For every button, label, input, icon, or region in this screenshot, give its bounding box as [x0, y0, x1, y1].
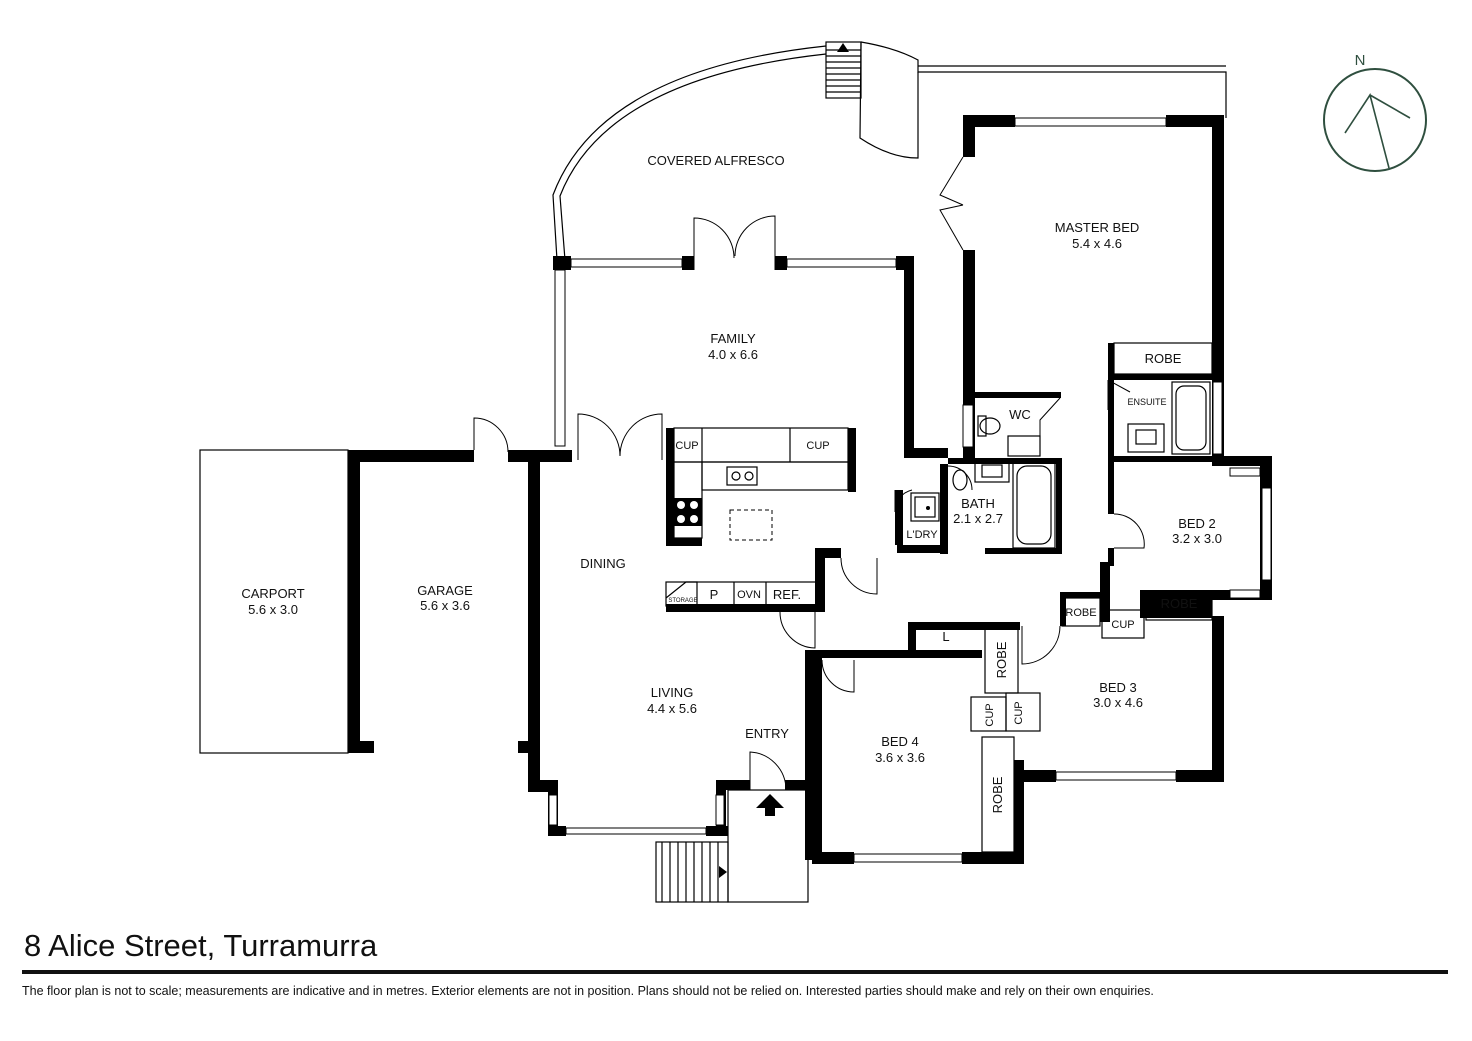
kitchen-fixtures: [665, 427, 940, 607]
bed3-size: 3.0 x 4.6: [1093, 695, 1143, 710]
bathroom-fixtures: [952, 381, 1211, 549]
family-size: 4.0 x 6.6: [708, 347, 758, 362]
bed3-cupboard-label: CUP: [1111, 619, 1134, 631]
hall-cupboard-right-label: CUP: [1013, 701, 1025, 724]
windows: [548, 117, 1272, 863]
bed4-size: 3.6 x 3.6: [875, 750, 925, 765]
storage-fixtures: [970, 342, 1213, 853]
up-arrow-icon: [837, 43, 849, 52]
wc-label: WC: [1009, 407, 1031, 422]
bath-label: BATH: [961, 496, 995, 511]
master-bed-size: 5.4 x 4.6: [1072, 236, 1122, 251]
compass-ring: [1323, 68, 1427, 172]
compass: N: [1323, 52, 1427, 172]
room-labels: COVERED ALFRESCO FAMILY 4.0 x 6.6 MASTER…: [241, 153, 1222, 765]
bed4-label: BED 4: [881, 734, 919, 749]
small-robe-label: ROBE: [1065, 607, 1096, 619]
fridge-label: REF.: [773, 587, 801, 602]
entry-arrow-icon: [756, 794, 784, 816]
living-label: LIVING: [651, 685, 694, 700]
bed2-label: BED 2: [1178, 516, 1216, 531]
bed3-robe-label: ROBE: [994, 641, 1009, 678]
carport-label: CARPORT: [241, 586, 304, 601]
fixture-labels: CUP CUP STORAGE P OVN REF. L ROBE ROBE R…: [668, 351, 1197, 813]
master-bed-label: MASTER BED: [1055, 220, 1140, 235]
disclaimer-text: The floor plan is not to scale; measurem…: [22, 984, 1154, 998]
compass-north-label: N: [1355, 52, 1366, 69]
walls: [348, 115, 1272, 864]
bed2-robe-label: ROBE: [1161, 596, 1198, 611]
bed2-size: 3.2 x 3.0: [1172, 531, 1222, 546]
bed3-label: BED 3: [1099, 680, 1137, 695]
entry-steps: [655, 789, 809, 903]
living-size: 4.4 x 5.6: [647, 701, 697, 716]
alfresco-label: COVERED ALFRESCO: [647, 153, 784, 168]
alfresco-outline: [552, 41, 1227, 261]
family-label: FAMILY: [710, 331, 756, 346]
alfresco-stairs: [825, 41, 862, 99]
pantry-label: P: [710, 587, 719, 602]
garage-size: 5.6 x 3.6: [420, 598, 470, 613]
oven-label: OVN: [737, 589, 761, 601]
entry-label: ENTRY: [745, 726, 789, 741]
master-robe-label: ROBE: [1145, 351, 1182, 366]
garage-label: GARAGE: [417, 583, 473, 598]
storage-label: STORAGE: [668, 598, 697, 604]
carport-size: 5.6 x 3.0: [248, 602, 298, 617]
kitchen-cupboard-right-label: CUP: [806, 440, 829, 452]
linen-label: L: [942, 629, 949, 644]
laundry-label: L'DRY: [906, 529, 938, 541]
dining-label: DINING: [580, 556, 626, 571]
compass-needle: [1344, 93, 1411, 169]
kitchen-cupboard-left-label: CUP: [675, 440, 698, 452]
bath-size: 2.1 x 2.7: [953, 511, 1003, 526]
bed4-robe-label: ROBE: [990, 776, 1005, 813]
hall-cupboard-left-label: CUP: [984, 703, 996, 726]
ensuite-label: ENSUITE: [1127, 397, 1166, 407]
divider: [22, 970, 1448, 974]
property-address: 8 Alice Street, Turramurra: [24, 928, 378, 963]
